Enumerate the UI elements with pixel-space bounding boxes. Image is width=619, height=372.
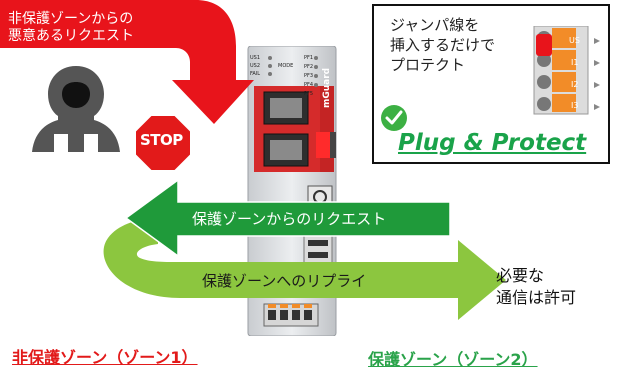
device-led-label: PF3 bbox=[304, 73, 314, 79]
request-arrow bbox=[126, 180, 450, 256]
insert-text-line2: 挿入するだけで bbox=[390, 36, 496, 54]
insert-text-line3: プロテクト bbox=[390, 56, 466, 74]
stop-sign-text: STOP bbox=[140, 131, 183, 149]
allowed-text-line1: 必要な bbox=[496, 266, 545, 285]
device-led-label: FAIL bbox=[250, 71, 261, 77]
allowed-text-line2: 通信は許可 bbox=[496, 288, 577, 307]
threat-label-line2: 悪意あるリクエスト bbox=[8, 28, 134, 44]
terminal-label: I1 bbox=[571, 58, 579, 67]
threat-label-line1: 非保護ゾーンからの bbox=[8, 11, 134, 27]
stop-sign-icon bbox=[134, 114, 192, 172]
plug-protect-tagline: Plug & Protect bbox=[398, 130, 587, 156]
check-mark-icon bbox=[381, 105, 407, 131]
hacker-icon bbox=[32, 66, 120, 152]
device-led-label: PF5 bbox=[304, 91, 314, 97]
terminal-block-icon bbox=[533, 26, 600, 115]
device-led-label: US2 bbox=[250, 63, 261, 69]
reply-arrow-label: 保護ゾーンへのリプライ bbox=[202, 272, 367, 290]
device-led-label: PF4 bbox=[304, 82, 314, 88]
device-mode-label: MODE bbox=[278, 63, 294, 69]
terminal-label: US bbox=[569, 36, 580, 45]
reply-arrow bbox=[103, 218, 507, 320]
device-led-label: PF1 bbox=[304, 55, 314, 61]
request-arrow-label: 保護ゾーンからのリクエスト bbox=[192, 210, 387, 228]
terminal-label: I3 bbox=[571, 101, 579, 110]
insert-text-line1: ジャンパ線を bbox=[390, 16, 480, 34]
device-led-label: US1 bbox=[250, 55, 261, 61]
device-led-label: PF2 bbox=[304, 64, 314, 70]
unprotected-zone-label: 非保護ゾーン（ゾーン1） bbox=[12, 348, 198, 367]
terminal-label: I2 bbox=[571, 80, 579, 89]
protected-zone-label: 保護ゾーン（ゾーン2） bbox=[368, 350, 538, 369]
